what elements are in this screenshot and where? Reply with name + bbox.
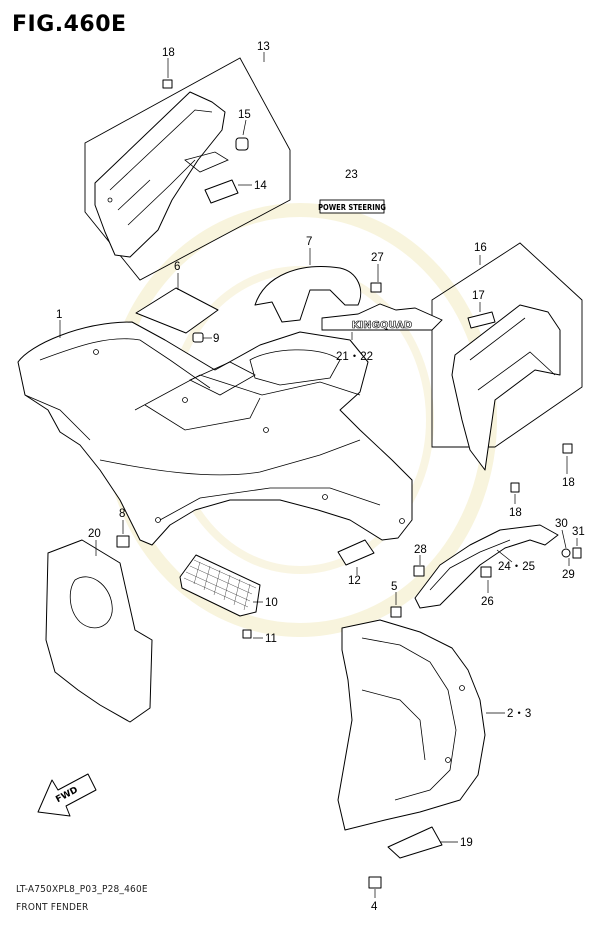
callout-4: 4 — [371, 901, 378, 913]
box-16-right-inner-panel — [431, 242, 583, 493]
callout-18-mid: 18 — [509, 507, 522, 519]
callout-18-top: 18 — [162, 47, 175, 59]
part-11-screw — [242, 629, 252, 639]
callout-29: 29 — [562, 569, 575, 581]
part-19-pad — [387, 826, 443, 859]
fwd-arrow-icon: FWD — [37, 773, 97, 817]
front-fender-body — [17, 321, 413, 546]
figure-caption: FRONT FENDER — [16, 902, 89, 913]
callout-9: 9 — [213, 333, 219, 345]
callout-5: 5 — [391, 581, 397, 593]
callout-27: 27 — [371, 252, 384, 264]
part-5-bolt — [390, 606, 402, 618]
leader-lines — [59, 52, 578, 898]
callout-14: 14 — [254, 180, 267, 192]
callout-16: 16 — [474, 242, 487, 254]
callout-23: 23 — [345, 169, 358, 181]
part-8-bolt — [116, 535, 130, 548]
callout-31: 31 — [572, 526, 585, 538]
part-4-bolt — [368, 876, 382, 889]
part-6-cover — [135, 287, 219, 334]
callout-28: 28 — [414, 544, 427, 556]
callout-21-22: 21・22 — [336, 351, 373, 363]
callout-18-right: 18 — [562, 477, 575, 489]
callout-1: 1 — [56, 309, 62, 321]
part-30-washer — [561, 548, 571, 558]
callout-12: 12 — [348, 575, 361, 587]
figure-title: FIG.460E — [12, 12, 127, 37]
part-2-3-inner-fender — [337, 619, 486, 831]
decal-kingquad: KINGQUAD — [321, 303, 443, 331]
box-13-left-inner-panel — [84, 57, 291, 281]
callout-13: 13 — [257, 41, 270, 53]
callout-2-3: 2・3 — [507, 708, 531, 720]
part-20-mud-flap — [45, 539, 153, 723]
part-27-bolt — [370, 282, 382, 293]
callout-20: 20 — [88, 528, 101, 540]
part-24-25-bracket — [414, 524, 559, 609]
decal-power-steering: POWER STEERING — [318, 199, 386, 214]
callout-30: 30 — [555, 518, 568, 530]
callout-10: 10 — [265, 597, 278, 609]
part-26-bolt — [480, 566, 492, 578]
callout-19: 19 — [460, 837, 473, 849]
callout-7: 7 — [306, 236, 312, 248]
callout-6: 6 — [174, 261, 180, 273]
callout-24-25: 24・25 — [498, 561, 535, 573]
callout-11: 11 — [265, 633, 277, 645]
part-10-grille — [179, 554, 261, 617]
callouts: 18 13 15 14 23 7 6 27 16 17 1 9 21・22 18… — [56, 41, 585, 913]
part-12-pad — [337, 539, 375, 566]
figure-code: LT-A750XPL8_P03_P28_460E — [16, 884, 148, 895]
svg-text:POWER STEERING: POWER STEERING — [318, 203, 386, 212]
svg-text:KINGQUAD: KINGQUAD — [352, 320, 412, 331]
part-7-front-cover — [254, 266, 362, 323]
callout-26: 26 — [481, 596, 494, 608]
part-28-bolt — [413, 565, 425, 577]
callout-17: 17 — [472, 290, 485, 302]
part-9-grommet — [192, 332, 204, 343]
part-31-bolt — [572, 547, 582, 559]
callout-15: 15 — [238, 109, 251, 121]
callout-8: 8 — [119, 508, 125, 520]
